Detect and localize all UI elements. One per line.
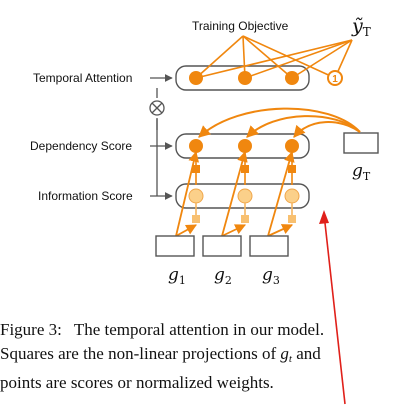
dependency-score-label: Dependency Score (30, 139, 132, 153)
projection-square-1 (192, 165, 200, 173)
g3-box (249, 235, 289, 257)
figure-caption: Figure 3: The temporal attention in our m… (0, 318, 412, 395)
info-square-1 (192, 215, 200, 223)
g-t-box (343, 132, 379, 154)
information-point-1 (188, 188, 204, 204)
caption-var-g: g (280, 344, 289, 363)
attention-point-2 (238, 71, 252, 85)
caption-line-2: Squares are the non-linear projections o… (0, 342, 412, 371)
caption-line-2-pre: Squares are the non-linear projections o… (0, 344, 277, 363)
dependency-point-1 (189, 139, 203, 153)
caption-label: Figure 3: (0, 320, 62, 339)
g1-box (155, 235, 195, 257)
otimes-symbol (149, 100, 165, 116)
g1-label: g1 (168, 265, 186, 287)
caption-var-sub: t (288, 353, 292, 365)
g3-label: g3 (262, 265, 280, 287)
projection-square-3 (288, 165, 296, 173)
projection-square-2 (241, 165, 249, 173)
g-t-label: gT (352, 161, 371, 183)
model-figure: Training Objective Temporal Attention De… (30, 15, 379, 287)
caption-line-2-post: and (296, 344, 321, 363)
info-square-3 (288, 215, 296, 223)
g2-box (202, 235, 242, 257)
caption-line-1: Figure 3: The temporal attention in our m… (0, 318, 412, 342)
attention-point-1 (189, 71, 203, 85)
temporal-attention-label: Temporal Attention (33, 71, 132, 85)
attention-point-3 (285, 71, 299, 85)
dependency-point-3 (285, 139, 299, 153)
y-tilde-t-symbol: ỹT (351, 15, 371, 39)
caption-line-3: points are scores or normalized weights. (0, 373, 274, 392)
training-objective-label: Training Objective (192, 19, 289, 33)
information-point-2 (237, 188, 253, 204)
dependency-point-2 (238, 139, 252, 153)
caption-line-1-text: The temporal attention in our model. (73, 320, 325, 339)
circled-one-label: 1 (332, 74, 338, 85)
g2-label: g2 (214, 265, 232, 287)
information-score-label: Information Score (38, 189, 133, 203)
info-square-2 (241, 215, 249, 223)
information-point-3 (284, 188, 300, 204)
circled-one-node (327, 70, 343, 86)
